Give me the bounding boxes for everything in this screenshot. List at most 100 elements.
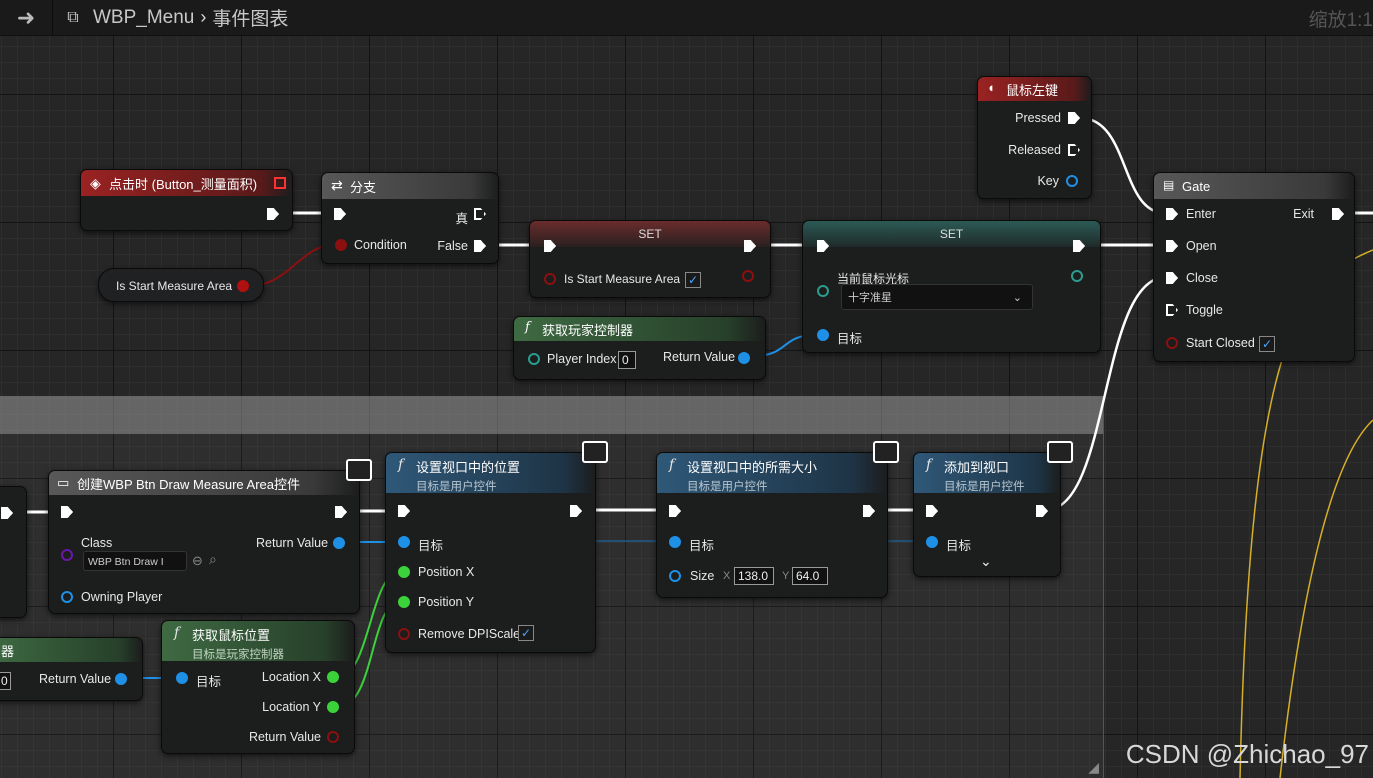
latent-widget-icon xyxy=(346,459,372,481)
player-index-pin[interactable] xyxy=(528,353,540,365)
gate-title: Gate xyxy=(1182,178,1211,194)
location-x-pin[interactable] xyxy=(327,671,339,683)
target-pin[interactable] xyxy=(926,536,938,548)
return-value-pin[interactable] xyxy=(738,352,750,364)
remove-dpi-checkbox[interactable]: ✓ xyxy=(518,625,534,641)
open-exec-pin[interactable] xyxy=(1166,240,1178,252)
node-title: 添加到视口 xyxy=(944,460,1010,475)
function-icon: f xyxy=(174,625,180,641)
latent-widget-icon xyxy=(582,441,608,463)
toggle-exec-pin[interactable] xyxy=(1166,304,1178,316)
bool-checkbox[interactable]: ✓ xyxy=(685,272,701,288)
exec-out-pin[interactable] xyxy=(335,506,347,518)
enter-exec-pin[interactable] xyxy=(1166,208,1178,220)
use-selected-icon[interactable]: ⊖ xyxy=(192,553,203,568)
position-y-pin[interactable] xyxy=(398,596,410,608)
key-pin[interactable] xyxy=(1066,175,1078,187)
set-position-node[interactable]: f 设置视口中的位置 目标是用户控件 目标 Position X Positio… xyxy=(385,441,608,653)
player-index-label: Player Index xyxy=(547,352,617,366)
expand-chevron-icon[interactable]: ⌄ xyxy=(980,553,992,569)
gate-node[interactable]: ▤ Gate Enter Exit Open Close Toggle Star… xyxy=(1153,172,1355,362)
create-widget-node[interactable]: ▭ 创建WBP Btn Draw Measure Area控件 Class WB… xyxy=(48,459,372,614)
start-closed-pin[interactable] xyxy=(1166,337,1178,349)
bool-out-pin[interactable] xyxy=(742,270,754,282)
size-pin[interactable] xyxy=(669,570,681,582)
size-y-input[interactable]: 64.0 xyxy=(792,567,828,585)
node-title: 创建WBP Btn Draw Measure Area控件 xyxy=(77,476,300,492)
get-player-controller-node[interactable]: f 获取玩家控制器 Player Index 0 Return Value xyxy=(513,316,766,380)
exec-in-pin[interactable] xyxy=(926,505,938,517)
search-icon[interactable]: ⌕ xyxy=(209,551,217,567)
breadcrumb-current[interactable]: 事件图表 xyxy=(212,9,289,30)
partial-node-left[interactable] xyxy=(0,486,27,618)
pressed-exec-pin[interactable] xyxy=(1068,112,1080,124)
get-mouse-position-node[interactable]: f 获取鼠标位置 目标是玩家控制器 目标 Location X Location… xyxy=(161,620,355,754)
player-index-input[interactable]: 0 xyxy=(618,351,636,369)
size-y-label: Y xyxy=(782,570,790,582)
exec-out-pin[interactable] xyxy=(1,507,13,519)
remove-dpi-label: Remove DPIScale xyxy=(418,627,521,641)
exec-in-pin[interactable] xyxy=(817,240,829,252)
released-exec-pin[interactable] xyxy=(1068,144,1080,156)
exec-in-pin[interactable] xyxy=(61,506,73,518)
true-exec-pin[interactable] xyxy=(474,208,486,220)
event-diamond-icon: ◈ xyxy=(90,175,101,191)
exec-out-pin[interactable] xyxy=(744,240,756,252)
enum-out-pin[interactable] xyxy=(1071,270,1083,282)
class-dropdown[interactable]: WBP Btn Draw I xyxy=(83,551,187,571)
mouse-left-event-node[interactable]: ◖ 鼠标左键 Pressed Released Key xyxy=(977,76,1092,199)
branch-node[interactable]: ⇄ 分支 真 Condition False xyxy=(321,172,499,264)
add-to-viewport-node[interactable]: f 添加到视口 目标是用户控件 目标 ⌄ xyxy=(913,441,1073,577)
delegate-pin-icon[interactable] xyxy=(274,177,286,189)
comment-header[interactable] xyxy=(0,396,1103,434)
exec-in-pin[interactable] xyxy=(544,240,556,252)
variable-get-node[interactable]: Is Start Measure Area xyxy=(98,268,264,302)
condition-pin[interactable] xyxy=(335,239,347,251)
remove-dpi-pin[interactable] xyxy=(398,628,410,640)
owning-player-pin[interactable] xyxy=(61,591,73,603)
location-y-pin[interactable] xyxy=(327,701,339,713)
exec-out-pin[interactable] xyxy=(863,505,875,517)
resize-handle-icon[interactable]: ◢ xyxy=(1088,759,1099,775)
target-pin[interactable] xyxy=(176,672,188,684)
false-exec-pin[interactable] xyxy=(474,240,486,252)
exec-out-pin[interactable] xyxy=(267,208,279,220)
breadcrumb-root[interactable]: WBP_Menu xyxy=(93,6,195,28)
exec-in-pin[interactable] xyxy=(669,505,681,517)
close-exec-pin[interactable] xyxy=(1166,272,1178,284)
class-pin[interactable] xyxy=(61,549,73,561)
enum-in-pin[interactable] xyxy=(817,285,829,297)
set-desired-size-node[interactable]: f 设置视口中的所需大小 目标是用户控件 目标 Size X 138.0 Y 6… xyxy=(656,441,899,598)
bool-out-pin[interactable] xyxy=(237,280,249,292)
target-pin[interactable] xyxy=(817,329,829,341)
set-node-measure-area[interactable]: SET Is Start Measure Area ✓ xyxy=(529,220,771,298)
exec-out-pin[interactable] xyxy=(1073,240,1085,252)
exec-out-pin[interactable] xyxy=(1036,505,1048,517)
return-value-pin[interactable] xyxy=(327,731,339,743)
exec-in-pin[interactable] xyxy=(334,208,346,220)
size-x-input[interactable]: 138.0 xyxy=(734,567,774,585)
exec-in-pin[interactable] xyxy=(398,505,410,517)
false-label: False xyxy=(437,239,468,253)
event-node-click[interactable]: ◈ 点击时 (Button_测量面积) xyxy=(80,169,293,231)
blueprint-graph-icon: ⧉ xyxy=(67,8,79,26)
back-arrow-icon[interactable]: ➜ xyxy=(16,4,36,30)
exit-exec-pin[interactable] xyxy=(1332,208,1344,220)
position-x-pin[interactable] xyxy=(398,566,410,578)
pressed-label: Pressed xyxy=(1015,111,1061,125)
node-subtitle: 目标是玩家控制器 xyxy=(192,649,284,661)
partial-get-controller-node[interactable]: 器 0 Return Value xyxy=(0,637,143,701)
bool-in-pin[interactable] xyxy=(544,273,556,285)
target-pin[interactable] xyxy=(669,536,681,548)
cursor-dropdown[interactable]: 十字准星 ⌄ xyxy=(841,284,1033,310)
target-pin[interactable] xyxy=(398,536,410,548)
start-closed-checkbox[interactable]: ✓ xyxy=(1259,336,1275,352)
player-index-input[interactable]: 0 xyxy=(0,672,11,690)
return-value-label: Return Value xyxy=(663,350,736,364)
node-title: 获取鼠标位置 xyxy=(192,628,271,643)
exec-out-pin[interactable] xyxy=(570,505,582,517)
set-node-mouse-cursor[interactable]: SET 当前鼠标光标 十字准星 ⌄ 目标 xyxy=(802,220,1101,353)
function-icon: f xyxy=(398,457,404,473)
return-value-pin[interactable] xyxy=(333,537,345,549)
return-value-pin[interactable] xyxy=(115,673,127,685)
